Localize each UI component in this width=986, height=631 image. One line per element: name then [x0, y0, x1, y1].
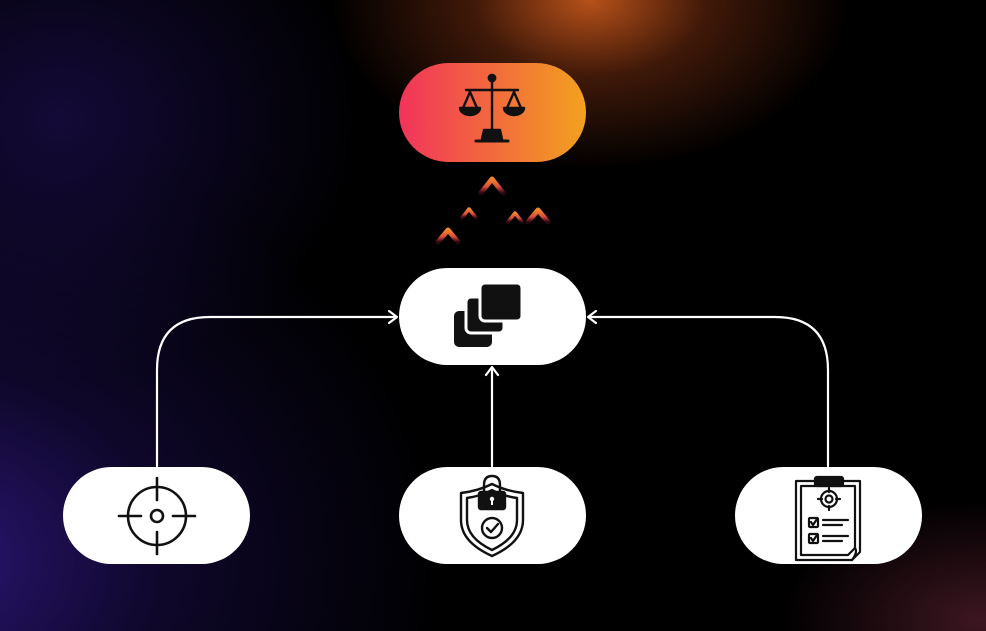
rising-arrow [506, 211, 524, 268]
connector-left-to-center [155, 315, 397, 468]
rising-arrow [525, 207, 551, 269]
arrowhead-left [387, 309, 399, 325]
node-top[interactable] [399, 63, 586, 162]
rising-arrow [460, 207, 478, 268]
node-right[interactable] [735, 467, 922, 564]
node-center[interactable] [399, 268, 586, 365]
node-left[interactable] [63, 467, 250, 564]
clipboard-checklist-icon [794, 475, 862, 562]
rising-arrows [435, 176, 551, 269]
crosshair-target-icon [117, 476, 197, 556]
node-middle[interactable] [399, 467, 586, 564]
stacked-layers-icon [454, 281, 524, 347]
rising-arrow [435, 227, 461, 269]
security-shield-lock-icon [459, 474, 525, 558]
rising-arrow [478, 176, 506, 269]
connectors [155, 309, 830, 468]
scales-of-justice-icon [458, 73, 526, 143]
connector-right-to-center [588, 315, 830, 468]
arrowhead-middle [484, 365, 500, 377]
arrowhead-right [586, 309, 598, 325]
